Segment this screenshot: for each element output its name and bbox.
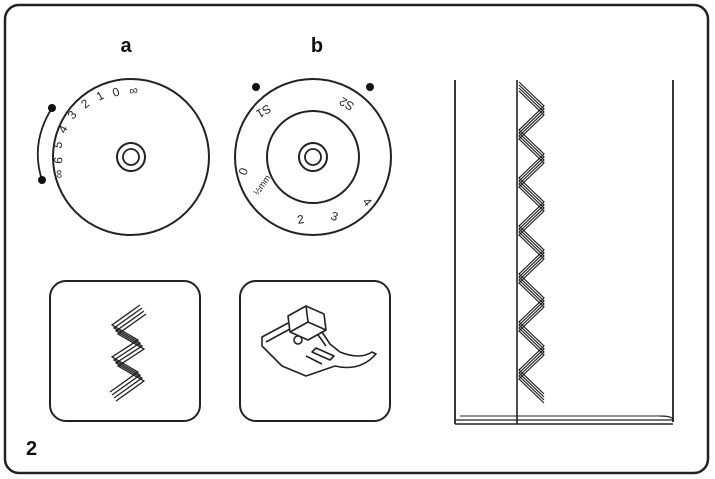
dial-b-dot-left — [252, 83, 260, 91]
figure-number: 2 — [26, 438, 37, 460]
zigzag-stitch-icon — [49, 280, 201, 422]
diagram-frame — [3, 3, 710, 475]
fabric-sample — [454, 80, 674, 425]
dial-b-mark-0: 0 — [236, 166, 252, 177]
dial-b-mark-3: 3 — [329, 209, 340, 225]
dial-a-mark-0: 0 — [111, 84, 122, 99]
panel-a-label: a — [120, 35, 132, 57]
dial-a-indicator-dot-bottom — [38, 176, 46, 184]
dial-b-mark-2: 2 — [296, 212, 305, 227]
dial-b-mark-s2: S2 — [337, 94, 357, 114]
dial-b-dot-right — [366, 83, 374, 91]
dial-a-mark-5: 5 — [50, 139, 65, 149]
dial-b-mark-s1: S1 — [254, 101, 274, 121]
dial-a-mark-inf-top: ∞ — [128, 83, 139, 98]
panel-b-label: b — [311, 35, 323, 57]
dial-a-mark-inf-bottom: ∞ — [51, 169, 66, 179]
dial-a-indicator-dot-top — [48, 104, 56, 112]
dial-a-indicator-arc — [36, 107, 53, 181]
presser-foot-icon — [239, 280, 391, 422]
dial-a-mark-6: 6 — [51, 156, 66, 164]
